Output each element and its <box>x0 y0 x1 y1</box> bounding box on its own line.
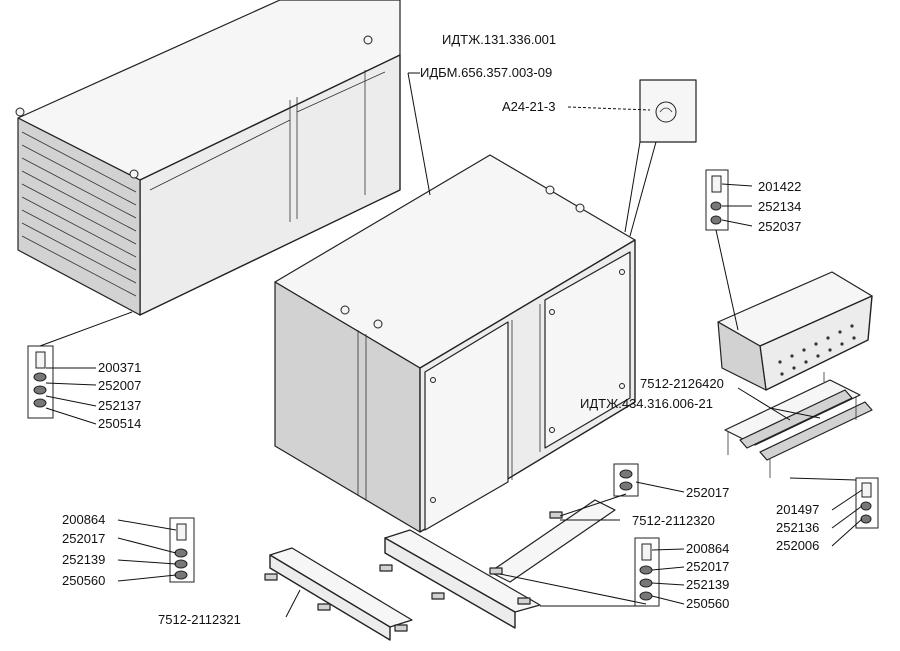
bracket-left <box>264 547 413 641</box>
part-number-label: 252139 <box>62 552 105 567</box>
lamp-bulb <box>639 79 697 143</box>
assembly-labels: ИДТЖ.131.336.001 ИДБМ.656.357.003-09 А24… <box>158 32 724 627</box>
part-number-label: 201422 <box>758 179 801 194</box>
part-number-label: 252017 <box>686 485 729 500</box>
fastener-stack-center-bottom <box>634 537 660 607</box>
part-number-label: 200864 <box>686 541 729 556</box>
fastener-labels-center-bottom: 200864 252017 252139 250560 <box>686 541 729 611</box>
label-heater: ИДТЖ.434.316.006-21 <box>580 396 713 411</box>
fastener-labels-left-top: 200371 252007 252137 250514 <box>98 360 141 431</box>
main-cabinet <box>274 154 636 533</box>
part-number-label: 252136 <box>776 520 819 535</box>
label-lamp: А24-21-3 <box>502 99 555 114</box>
label-frame-assembly: ИДТЖ.131.336.001 <box>442 32 556 47</box>
fastener-labels-left-bottom: 200864 252017 252139 250560 <box>62 512 105 588</box>
part-number-label: 252017 <box>686 559 729 574</box>
part-number-label: 200864 <box>62 512 105 527</box>
fastener-stack-left-top <box>27 345 54 419</box>
fastener-labels-heater-right: 201497 252136 252006 <box>776 502 819 553</box>
part-number-label: 200371 <box>98 360 141 375</box>
part-number-label: 252006 <box>776 538 819 553</box>
heater-cover <box>717 271 873 391</box>
part-number-label: 201497 <box>776 502 819 517</box>
leader-lines <box>39 72 863 618</box>
fastener-stack-bracket-single <box>613 463 639 497</box>
part-number-label: 252007 <box>98 378 141 393</box>
left-shelter <box>15 0 401 316</box>
part-number-label: 252134 <box>758 199 801 214</box>
part-number-label: 252137 <box>98 398 141 413</box>
part-number-label: 250560 <box>686 596 729 611</box>
heater-element <box>724 372 873 478</box>
fastener-labels-bracket-single: 252017 <box>686 485 729 500</box>
label-box-assembly: ИДБМ.656.357.003-09 <box>420 65 552 80</box>
part-number-label: 252017 <box>62 531 105 546</box>
fastener-labels-cover-top: 201422 252134 252037 <box>758 179 801 234</box>
part-number-label: 252139 <box>686 577 729 592</box>
label-cover: 7512-2126420 <box>640 376 724 391</box>
part-number-label: 250560 <box>62 573 105 588</box>
part-number-label: 250514 <box>98 416 141 431</box>
louvre-slats <box>21 131 137 297</box>
cover-perforation <box>778 324 856 376</box>
part-number-label: 252037 <box>758 219 801 234</box>
label-bracket-left: 7512-2112321 <box>158 612 241 627</box>
fastener-stack-heater-right <box>855 477 879 529</box>
label-bracket-right: 7512-2112320 <box>632 513 715 528</box>
fastener-stack-cover-top <box>705 169 729 231</box>
fastener-stack-left-bottom <box>169 517 195 583</box>
